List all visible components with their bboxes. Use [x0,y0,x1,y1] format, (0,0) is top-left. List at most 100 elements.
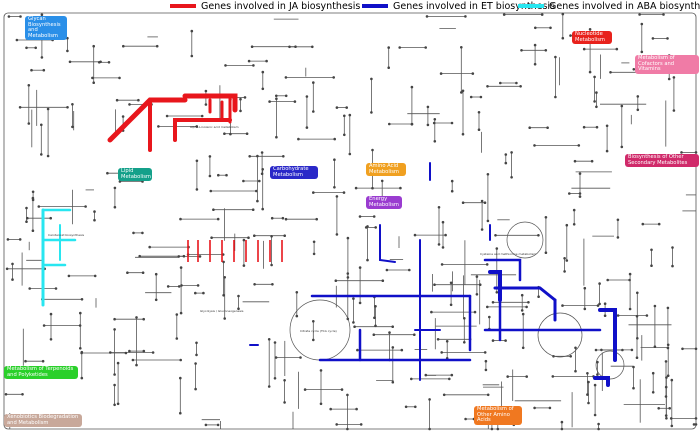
compound-node [122,44,125,48]
compound-node [312,191,315,194]
compound-node [694,347,698,351]
compound-node [67,274,71,278]
compound-node [254,189,258,193]
compound-node [636,337,639,340]
compound-node [534,26,537,30]
compound-node [256,154,259,158]
compound-node [196,284,200,287]
compound-node [256,199,259,203]
compound-node [387,46,391,49]
compound-node [359,423,363,426]
compound-node [544,251,548,254]
compound-node [41,359,45,363]
compound-node [464,417,467,421]
red-ja-pathway [107,93,238,152]
category-glycan[interactable]: Glycan Biosynthesis and Metabolism [25,16,67,41]
compound-node [598,302,601,306]
compound-node [408,268,411,272]
category-carbohydrate[interactable]: Carbohydrate Metabolism [270,166,318,180]
compound-node [413,333,416,337]
compound-node [345,106,349,109]
compound-node [657,222,661,226]
compound-node [281,216,285,220]
compound-node [335,195,339,198]
compound-node [651,371,655,375]
compound-node [137,98,140,102]
compound-node [247,59,251,63]
compound-node [79,311,82,315]
compound-node [574,369,577,373]
compound-node [142,317,145,321]
compound-node [561,304,564,307]
compound-node [680,151,683,154]
compound-node [537,295,540,299]
legend-ja-label: Genes involved in JA biosynthesis [201,0,361,12]
compound-node [353,325,356,329]
compound-node [404,405,408,409]
category-energy[interactable]: Energy Metabolism [366,196,402,210]
compound-node [681,347,684,351]
compound-node [450,189,454,193]
compound-node [274,356,278,359]
compound-node [352,297,355,300]
compound-node [25,46,28,50]
category-aminoacid[interactable]: Amino Acid Metabolism [366,163,406,177]
compound-node [620,104,624,108]
compound-node [440,263,444,266]
compound-node [370,77,373,81]
compound-node [374,324,377,328]
compound-node [561,12,565,16]
compound-node [27,122,31,125]
compound-node [194,362,197,365]
compound-node [42,68,46,72]
compound-node [223,132,226,135]
category-lipid[interactable]: Lipid Metabolism [118,168,152,182]
compound-node [664,360,668,363]
compound-node [651,391,655,394]
compound-node [179,266,183,269]
compound-node [491,339,495,342]
category-nucleotide[interactable]: Nucleotide Metabolism [572,31,612,45]
compound-node [471,72,475,75]
compound-node [19,15,22,18]
compound-node [463,317,466,320]
category-other-amino[interactable]: Metabolism of Other Amino Acids [474,406,522,425]
category-secondary[interactable]: Biosynthesis of Other Secondary Metaboli… [625,154,699,168]
compound-node [343,114,346,118]
compound-node [605,124,609,128]
legend-et-label: Genes involved in ET biosynthesis [393,0,556,12]
pathway-network [3,12,697,430]
compound-node [282,155,285,158]
compound-node [107,61,111,64]
compound-node [177,285,181,288]
compound-node [283,379,286,382]
compound-node [166,285,170,288]
compound-node [391,346,395,349]
compound-node [157,125,160,128]
compound-node [312,110,315,113]
compound-node [179,311,183,315]
compound-node [641,222,645,226]
compound-node [68,60,72,64]
category-cofactors[interactable]: Metabolism of Cofactors and Vitamins [635,55,699,74]
cysteine-methionine-label: Cysteine and methionine metabolism [480,252,536,256]
compound-node [672,109,676,112]
compound-node [426,123,430,127]
compound-node [554,95,557,99]
compound-node [574,346,577,350]
compound-node [528,126,531,129]
compound-node [252,64,255,67]
compound-node [410,122,414,126]
compound-node [372,333,376,337]
category-terpenoids[interactable]: Metabolism of Terpenoids and Polyketides [4,366,78,380]
compound-node [208,155,212,158]
compound-node [275,135,278,139]
compound-node [519,85,522,88]
compound-node [27,84,31,87]
compound-node [450,121,454,125]
compound-node [583,286,587,290]
compound-node [586,393,589,396]
compound-node [533,406,536,410]
category-xenobiotics[interactable]: Xenobiotics Biodegradation and Metabolis… [4,414,82,428]
compound-node [521,346,525,350]
